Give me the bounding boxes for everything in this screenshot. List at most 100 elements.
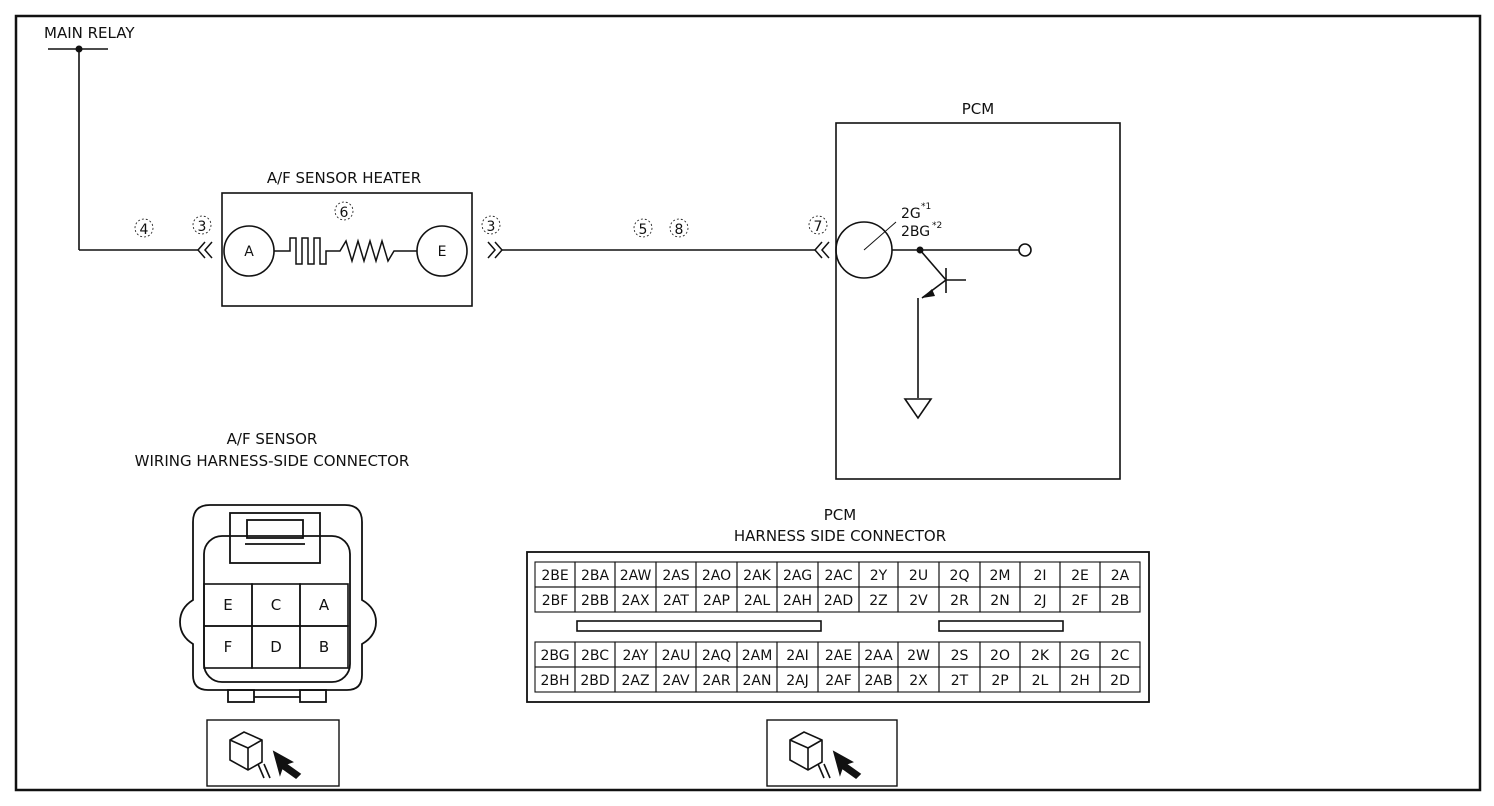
pcm-pin-label: 2AS xyxy=(662,568,689,584)
pcm-pin-2: 2BG xyxy=(901,224,930,240)
af-pin-label: D xyxy=(270,638,282,656)
pcm-pin-label: 2AT xyxy=(663,593,689,609)
connector-chevron-left xyxy=(197,241,213,259)
pcm-pin-label: 2AO xyxy=(702,568,731,584)
pcm-pin-label: 2T xyxy=(951,673,969,689)
pcm-pin-label: 2Z xyxy=(869,593,888,609)
connector-chevron-right xyxy=(487,241,503,259)
diagram-border xyxy=(14,14,1482,792)
transistor-arrow xyxy=(922,289,935,298)
pcm-terminal: 2G *1 2BG *2 xyxy=(835,202,942,279)
pcm-pin-label: 2AI xyxy=(786,648,809,664)
pcm-pin-label: 2AE xyxy=(825,648,852,664)
callout-4: 4 xyxy=(134,218,154,238)
pcm-pin-label: 2S xyxy=(951,648,969,664)
pcm-pin-label: 2P xyxy=(991,673,1008,689)
svg-text:6: 6 xyxy=(340,205,349,221)
pcm-pin-label: 2BC xyxy=(581,648,609,664)
pcm-pin-label: 2R xyxy=(950,593,969,609)
pcm-pin-label: 2U xyxy=(909,568,928,584)
sensor-heater-title: A/F SENSOR HEATER xyxy=(267,169,421,187)
pcm-connector-outline xyxy=(526,551,1150,703)
af-connector-body xyxy=(179,504,377,703)
pcm-pin-label: 2O xyxy=(990,648,1010,664)
callout-7: 7 xyxy=(808,215,828,235)
pcm-pin-1: 2G xyxy=(901,206,921,222)
view-direction-icon-right xyxy=(766,719,898,787)
pcm-pin-label: 2AK xyxy=(743,568,771,584)
pcm-pin-label: 2AX xyxy=(621,593,649,609)
callout-5: 5 xyxy=(633,218,653,238)
main-relay-circuit: MAIN RELAY xyxy=(44,24,198,251)
af-connector-pins: E C A F D B xyxy=(203,583,349,669)
pcm-pin-label: 2BB xyxy=(581,593,609,609)
pcm-pin-label: 2J xyxy=(1033,593,1046,609)
svg-text:5: 5 xyxy=(639,222,648,238)
connector-key-bar-left xyxy=(576,620,822,632)
pcm-pin-label: 2BH xyxy=(540,673,569,689)
pcm-pin-label: 2AR xyxy=(702,673,730,689)
pcm-pin-label: 2BD xyxy=(580,673,609,689)
pcm-internal-circuit xyxy=(892,243,1032,420)
pcm-pin-label: 2AY xyxy=(623,648,649,664)
pcm-pin-label: 2AN xyxy=(743,673,772,689)
af-pin-label: A xyxy=(319,596,330,614)
heater-element-symbol xyxy=(274,237,417,265)
svg-text:E: E xyxy=(438,244,447,260)
pcm-pin-label: 2AM xyxy=(742,648,773,664)
svg-text:7: 7 xyxy=(814,219,823,235)
pcm-pin-label: 2AP xyxy=(703,593,730,609)
pcm-pin-label: 2AV xyxy=(662,673,690,689)
callout-3-left: 3 xyxy=(192,215,212,235)
pcm-pin-label: 2Q xyxy=(950,568,970,584)
pcm-pin-label: 2AQ xyxy=(702,648,731,664)
svg-text:A: A xyxy=(244,244,254,260)
af-connector-title-2: WIRING HARNESS-SIDE CONNECTOR xyxy=(135,452,410,470)
pcm-connector-title-1: PCM xyxy=(824,506,856,524)
af-pin-cell xyxy=(299,625,349,669)
pcm-pin-label: 2BG xyxy=(540,648,569,664)
pcm-pin-label: 2AJ xyxy=(786,673,809,689)
pcm-pin-label: 2BF xyxy=(542,593,569,609)
af-connector-title-1: A/F SENSOR xyxy=(227,430,318,448)
pcm-pin-1-note: *1 xyxy=(921,202,931,212)
pcm-pin-label: 2I xyxy=(1033,568,1046,584)
pcm-pin-label: 2W xyxy=(907,648,930,664)
pcm-pin-2-note: *2 xyxy=(932,221,942,231)
pcm-pin-cell xyxy=(1099,586,1141,613)
svg-text:3: 3 xyxy=(198,219,207,235)
pcm-pin-label: 2M xyxy=(990,568,1011,584)
pcm-pin-label: 2AH xyxy=(783,593,812,609)
pcm-pin-label: 2H xyxy=(1070,673,1089,689)
pcm-pin-label: 2C xyxy=(1111,648,1130,664)
terminal-a: A xyxy=(223,225,275,277)
connector-chevron-pcm xyxy=(814,241,830,259)
connector-key-bar-right xyxy=(938,620,1064,632)
pcm-box xyxy=(835,122,1121,480)
af-pin-label: E xyxy=(223,596,232,614)
svg-text:4: 4 xyxy=(140,222,149,238)
pcm-pin-label: 2V xyxy=(909,593,928,609)
pcm-pin-label: 2AF xyxy=(825,673,852,689)
pcm-pin-label: 2BA xyxy=(581,568,610,584)
pcm-pin-label: 2AA xyxy=(864,648,893,664)
pcm-pin-label: 2AZ xyxy=(621,673,649,689)
svg-text:3: 3 xyxy=(487,219,496,235)
pcm-pin-label: 2B xyxy=(1111,593,1130,609)
af-pin-label: F xyxy=(224,638,233,656)
pcm-pin-label: 2X xyxy=(909,673,928,689)
pcm-pin-label: 2D xyxy=(1110,673,1130,689)
pcm-pin-label: 2L xyxy=(1032,673,1049,689)
pcm-pin-label: 2K xyxy=(1031,648,1050,664)
af-pin-label: C xyxy=(271,596,281,614)
af-pin-label: B xyxy=(319,638,329,656)
pcm-pin-label: 2G xyxy=(1070,648,1090,664)
callout-3-right: 3 xyxy=(481,215,501,235)
pcm-pin-label: 2AL xyxy=(744,593,770,609)
pcm-pin-label: 2AU xyxy=(662,648,691,664)
pcm-pin-label: 2AG xyxy=(783,568,812,584)
pcm-pin-label: 2F xyxy=(1072,593,1089,609)
main-relay-label: MAIN RELAY xyxy=(44,24,135,42)
pcm-pin-label: 2N xyxy=(990,593,1009,609)
